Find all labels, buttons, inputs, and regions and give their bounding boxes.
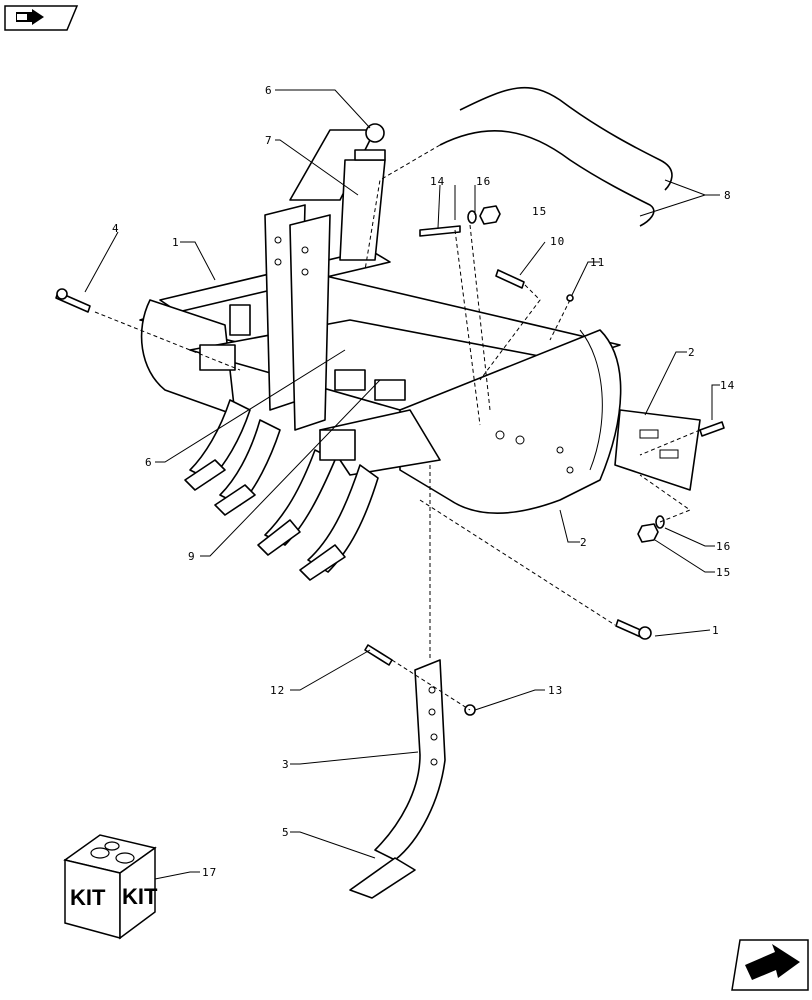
callout-14-top: 14 [430,175,445,188]
callout-2-top: 2 [688,346,696,359]
callout-8: 8 [724,189,732,202]
frame-shanks [184,204,406,581]
kit-label-right: KIT [122,884,158,909]
callout-15-bottom: 15 [716,566,731,579]
exploded-shank [349,659,446,899]
callout-9: 9 [188,550,196,563]
callout-14-right: 14 [720,379,735,392]
callout-6-left: 6 [145,456,153,469]
callout-11: 11 [590,256,605,269]
callout-labels: 6 7 1 4 8 14 16 15 10 11 2 14 6 9 2 16 1… [112,84,735,879]
callout-4: 4 [112,222,120,235]
next-page-arrow-icon[interactable] [731,939,809,991]
callout-15-top: 15 [532,205,547,218]
callout-10: 10 [550,235,565,248]
callout-1-top: 1 [172,236,180,249]
assembly-lines [94,144,701,711]
callout-3: 3 [282,758,290,771]
callout-16-top: 16 [476,175,491,188]
frame-assembly [139,249,701,514]
loose-parts [55,205,725,716]
kit-label-left: KIT [70,885,106,910]
callout-12: 12 [270,684,285,697]
mast-and-cylinder [289,123,386,261]
callout-5: 5 [282,826,290,839]
leader-lines [84,89,720,881]
callout-7: 7 [265,134,273,147]
callout-2-bottom: 2 [580,536,588,549]
hydraulic-hoses [439,86,673,227]
callout-1-bottom: 1 [712,624,720,637]
callout-6-top: 6 [265,84,273,97]
callout-17: 17 [202,866,217,879]
book-arrow-icon[interactable] [4,5,79,31]
callout-13: 13 [548,684,563,697]
kit-box-icon: KIT KIT [63,834,158,940]
callout-16-bottom: 16 [716,540,731,553]
